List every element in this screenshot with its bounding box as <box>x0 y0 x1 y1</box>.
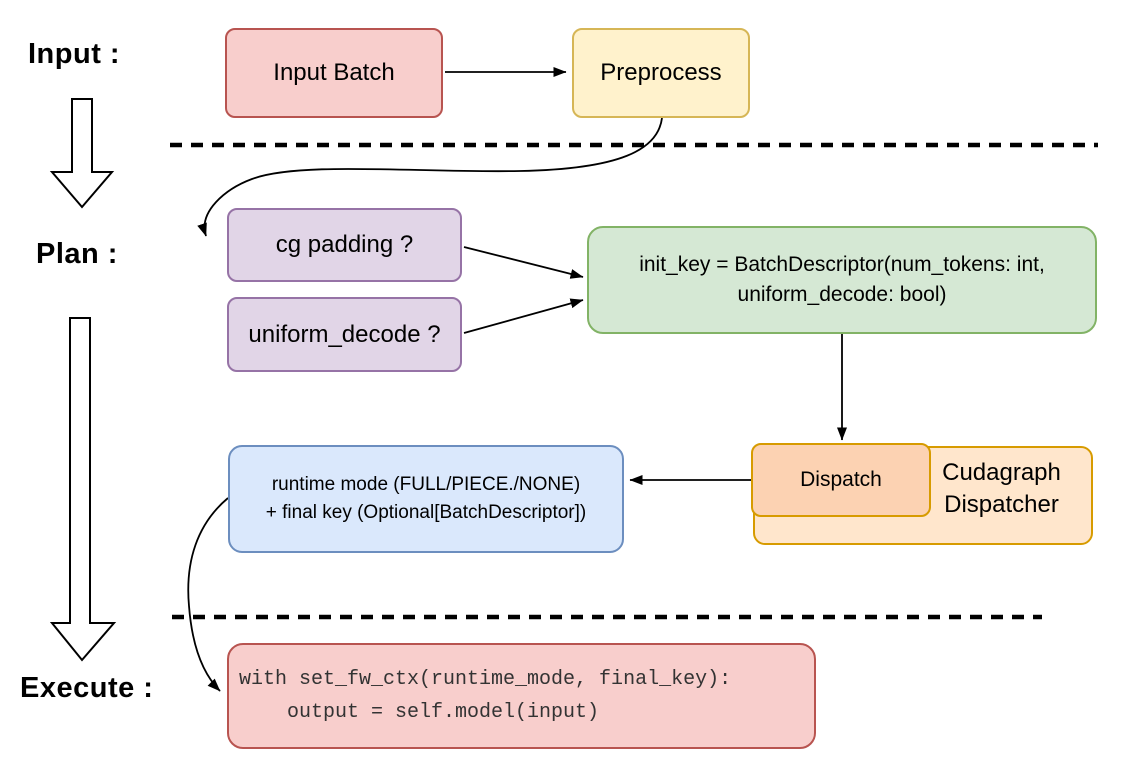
connector-preprocess-to-cg-padding <box>197 117 663 237</box>
dispatch-node: Dispatch <box>751 443 931 517</box>
connector-cg-padding-to-init-key <box>463 246 584 279</box>
phase-label-execute: Execute : <box>20 672 154 704</box>
input-to-plan-arrow-icon <box>49 98 115 209</box>
cg-padding-label: cg padding ? <box>275 231 414 258</box>
execute-code-line1: with set_fw_ctx(runtime_mode, final_key)… <box>239 668 732 691</box>
preprocess-label: Preprocess <box>600 59 722 86</box>
input-batch-node: Input Batch <box>225 28 443 118</box>
connector-runtime-result-to-execute-code <box>187 497 229 692</box>
phase-label-plan: Plan : <box>36 238 118 270</box>
execute-code-line2: output = self.model(input) <box>239 701 600 724</box>
connector-uniform-decode-to-init-key <box>463 298 584 334</box>
execute-code-node: with set_fw_ctx(runtime_mode, final_key)… <box>227 643 816 749</box>
preprocess-node: Preprocess <box>572 28 750 118</box>
uniform-decode-node: uniform_decode ? <box>227 297 462 372</box>
plan-to-execute-arrow-icon <box>49 317 117 662</box>
cg-padding-node: cg padding ? <box>227 208 462 282</box>
runtime-result-line1: runtime mode (FULL/PIECE./NONE) <box>271 474 581 495</box>
phase-label-input: Input : <box>28 38 121 70</box>
uniform-decode-label: uniform_decode ? <box>248 320 441 348</box>
init-key-line1: init_key = BatchDescriptor(num_tokens: i… <box>639 253 1045 276</box>
runtime-result-node: runtime mode (FULL/PIECE./NONE) + final … <box>228 445 624 553</box>
cudagraph-dispatcher-line1: Cudagraph <box>942 458 1061 486</box>
input-batch-label: Input Batch <box>273 59 395 86</box>
init-key-node: init_key = BatchDescriptor(num_tokens: i… <box>587 226 1097 334</box>
cudagraph-dispatcher-label: Cudagraph Dispatcher <box>914 457 1089 521</box>
cudagraph-dispatcher-line2: Dispatcher <box>944 490 1059 518</box>
dispatch-label: Dispatch <box>800 467 882 491</box>
init-key-line2: uniform_decode: bool) <box>737 283 947 306</box>
runtime-result-line2: + final key (Optional[BatchDescriptor]) <box>265 502 587 523</box>
